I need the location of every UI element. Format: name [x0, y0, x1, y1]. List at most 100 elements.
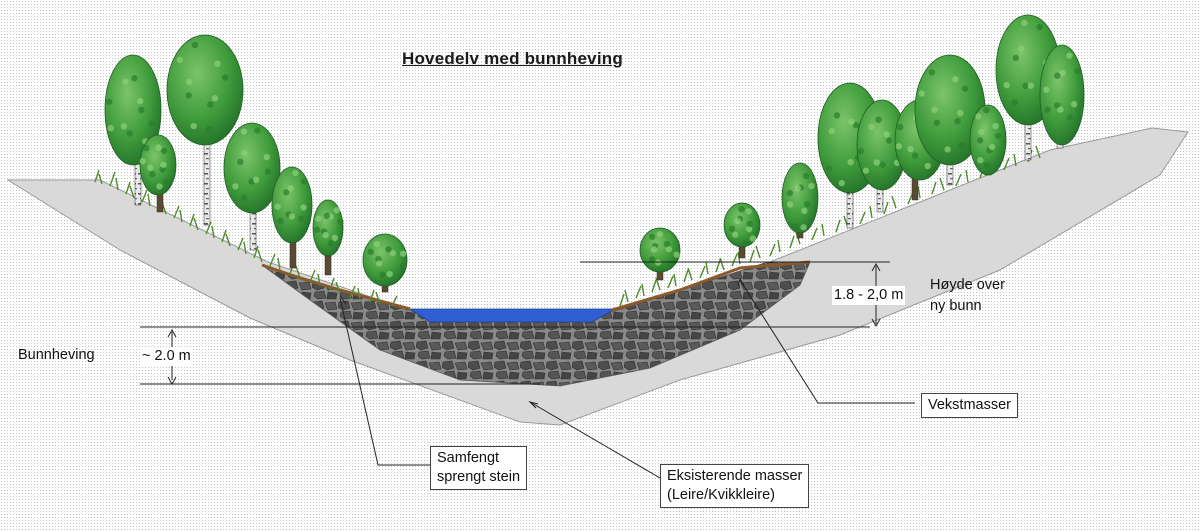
- leaf-dot: [828, 127, 836, 135]
- tree-crown: [781, 162, 819, 234]
- bunnheving-label: Bunnheving: [18, 347, 95, 363]
- leaf-dot: [873, 159, 880, 166]
- leaf-dot: [186, 78, 193, 86]
- leaf-dot: [1059, 69, 1066, 77]
- leaf-dot: [1066, 114, 1074, 121]
- leaf-dot: [191, 41, 199, 49]
- leaf-dot: [367, 248, 374, 255]
- leaf-dot: [160, 147, 168, 155]
- leaf-dot: [954, 118, 961, 125]
- dimension-lines: [140, 261, 890, 386]
- leaf-dot: [879, 161, 886, 168]
- leaf-dot: [673, 251, 680, 258]
- leaf-dot: [745, 208, 752, 215]
- leaf-dot: [838, 179, 845, 187]
- leaf-dot: [252, 176, 260, 183]
- growth-mass-box: Vekstmasser: [921, 393, 1018, 418]
- leaf-dot: [283, 189, 290, 196]
- leaf-dot: [1021, 19, 1028, 27]
- leaf-dot: [977, 157, 984, 164]
- leaf-dot: [222, 74, 229, 81]
- tree-crown: [1039, 44, 1085, 146]
- leaf-dot: [331, 234, 339, 242]
- leaf-dot: [162, 178, 170, 185]
- leaf-dot: [746, 220, 754, 228]
- leaf-dot: [868, 123, 875, 131]
- height-above-line1: Høyde over: [930, 277, 1005, 293]
- tree-group: [104, 14, 1085, 293]
- leaf-dot: [800, 224, 807, 231]
- leaf-dot: [885, 137, 893, 144]
- leaf-dot: [648, 233, 656, 240]
- leaf-dot: [126, 130, 134, 137]
- leaf-dot: [263, 153, 270, 161]
- leaf-dot: [1012, 54, 1020, 62]
- leaf-dot: [287, 185, 294, 192]
- leaf-dot: [1066, 52, 1073, 59]
- leaf-dot: [656, 230, 664, 238]
- grass-left: [94, 169, 398, 307]
- leaf-dot: [385, 246, 392, 253]
- leaf-dot: [386, 270, 393, 278]
- leaf-dot: [833, 112, 841, 119]
- leaf-dot: [240, 194, 248, 202]
- leaf-dot: [1044, 106, 1051, 113]
- leaf-dot: [389, 249, 396, 257]
- leaf-dot: [337, 218, 344, 225]
- leaf-dot: [1027, 82, 1035, 89]
- leaf-dot: [857, 147, 864, 155]
- leaf-dot: [149, 170, 156, 178]
- leaf-dot: [159, 166, 166, 173]
- leaf-dot: [237, 158, 244, 166]
- leaf-dot: [399, 262, 407, 270]
- existing-label-line2: (Leire/Kvikkleire): [667, 487, 775, 503]
- leaf-dot: [138, 106, 145, 114]
- soil-layer-right: [611, 260, 811, 312]
- leaf-dot: [322, 231, 329, 239]
- leaf-dot: [654, 259, 662, 266]
- leaf-dot: [649, 256, 656, 263]
- leaf-dot: [143, 144, 150, 152]
- leaf-dot: [106, 98, 113, 105]
- leaf-dot: [983, 161, 991, 169]
- leaf-dot: [148, 120, 156, 127]
- leaf-dot: [375, 260, 383, 267]
- leaf-dot: [131, 75, 138, 82]
- depth-raise-label: ~ 2.0 m: [142, 347, 191, 366]
- leaf-dot: [1018, 45, 1025, 52]
- leaf-dot: [156, 183, 163, 190]
- leaf-dot: [232, 183, 239, 190]
- leaf-dot: [314, 226, 321, 233]
- leaf-dot: [918, 90, 926, 97]
- tree-crown: [166, 34, 244, 146]
- leaf-dot: [978, 128, 985, 136]
- leaf-dot: [300, 204, 307, 211]
- leaf-dot: [211, 94, 219, 102]
- leaf-dot: [650, 246, 658, 253]
- stone-fill: [261, 261, 811, 387]
- leaf-dot: [379, 271, 386, 279]
- leaf-dot: [214, 60, 221, 67]
- leaf-dot: [120, 123, 128, 130]
- leaf-dot: [1054, 72, 1061, 79]
- leaf-dot: [794, 185, 802, 192]
- leaf-dot: [786, 201, 794, 208]
- leaf-dot: [190, 122, 197, 130]
- leaf-dot: [957, 109, 964, 117]
- leaf-dot: [1074, 67, 1081, 75]
- leaf-dot: [803, 172, 810, 180]
- leaf-dot: [738, 205, 745, 213]
- diagram-title: Hovedelv med bunnheving: [402, 49, 623, 68]
- leaf-dot: [896, 123, 904, 131]
- leaf-dot: [958, 142, 965, 149]
- leaf-dot: [185, 92, 192, 99]
- leaf-dot: [911, 152, 919, 159]
- leaf-dot: [808, 182, 815, 190]
- leaf-dot: [1043, 86, 1050, 93]
- tree-crown: [271, 166, 313, 244]
- leaf-dot: [928, 69, 936, 76]
- existing-label-line1: Eksisterende masser: [667, 468, 803, 484]
- leaf-dot: [862, 167, 870, 174]
- leader-lines: [339, 277, 915, 479]
- leaf-dot: [315, 215, 322, 222]
